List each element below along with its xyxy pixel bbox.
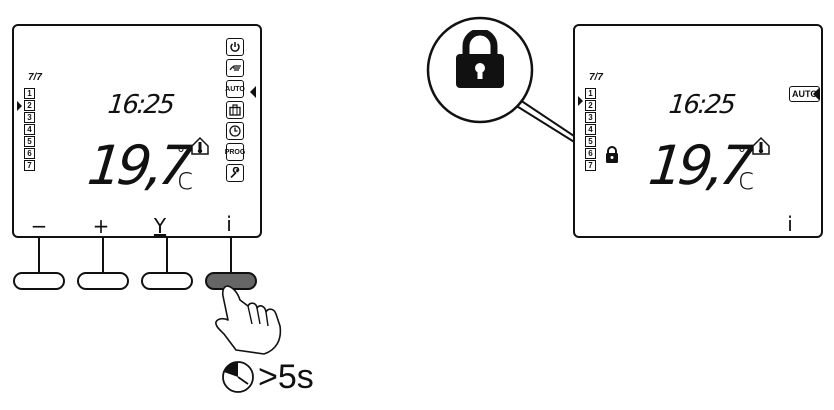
mode-marker bbox=[813, 88, 819, 100]
auto-icon[interactable]: AUTO bbox=[225, 80, 245, 98]
mode-marker bbox=[250, 86, 256, 98]
day-5: 5 bbox=[24, 136, 35, 147]
info-label: i bbox=[226, 212, 232, 236]
button-stem-comfort bbox=[166, 238, 168, 272]
day-2: 2 bbox=[585, 100, 596, 111]
minus-label: − bbox=[30, 214, 48, 238]
clock-readout: 16:25 bbox=[667, 90, 736, 120]
hand-icon[interactable] bbox=[226, 59, 244, 77]
day-4: 4 bbox=[585, 124, 596, 135]
button-stem-minus bbox=[38, 238, 40, 272]
day-marker bbox=[17, 101, 22, 111]
day-6: 6 bbox=[585, 148, 596, 159]
suitcase-icon[interactable] bbox=[226, 101, 244, 119]
day-4: 4 bbox=[24, 124, 35, 135]
wrench-icon[interactable] bbox=[226, 164, 244, 182]
house-thermometer-icon bbox=[191, 136, 209, 155]
button-stem-info bbox=[230, 238, 232, 272]
temperature-unit: c bbox=[177, 162, 194, 197]
hold-duration-text: >5s bbox=[258, 358, 314, 396]
temperature-readout: 19,7 bbox=[84, 134, 192, 197]
thermostat-display-left: 7/7 1 2 3 4 5 6 7 16:25 19,7 ° c AUTO PR… bbox=[12, 24, 262, 238]
day-7: 7 bbox=[585, 160, 596, 171]
day-marker bbox=[578, 96, 583, 106]
day-5: 5 bbox=[585, 136, 596, 147]
degree-symbol: ° bbox=[177, 144, 185, 163]
day-7: 7 bbox=[24, 160, 35, 171]
prog-icon[interactable]: PROG bbox=[225, 143, 245, 161]
degree-symbol: ° bbox=[738, 144, 746, 163]
day-3: 3 bbox=[585, 112, 596, 123]
comfort-button[interactable] bbox=[141, 272, 193, 290]
mode-icon-column: AUTO PROG bbox=[225, 38, 246, 185]
plus-label: + bbox=[92, 214, 110, 238]
day-6: 6 bbox=[24, 148, 35, 159]
house-thermometer-icon bbox=[752, 136, 770, 155]
button-stem-plus bbox=[102, 238, 104, 272]
day-3: 3 bbox=[24, 112, 35, 123]
days-label: 7/7 bbox=[28, 72, 42, 83]
auto-mode-badge: AUTO bbox=[789, 86, 821, 102]
lock-icon-small bbox=[606, 146, 618, 163]
days-label: 7/7 bbox=[589, 72, 603, 83]
temperature-unit: c bbox=[738, 162, 755, 197]
day-1: 1 bbox=[585, 88, 596, 99]
comfort-label: Y bbox=[153, 214, 167, 238]
plus-button[interactable] bbox=[77, 272, 129, 290]
pressing-hand-icon bbox=[215, 285, 282, 355]
power-icon[interactable] bbox=[226, 38, 244, 56]
clock-icon[interactable] bbox=[226, 122, 244, 140]
day-2: 2 bbox=[24, 100, 35, 111]
info-label: i bbox=[787, 212, 793, 236]
clock-readout: 16:25 bbox=[106, 90, 175, 120]
day-list: 1 2 3 4 5 6 7 bbox=[24, 88, 35, 172]
day-list: 1 2 3 4 5 6 7 bbox=[585, 88, 596, 172]
thermostat-display-right: 7/7 1 2 3 4 5 6 7 16:25 19,7 ° c AUTO i bbox=[573, 24, 823, 238]
day-1: 1 bbox=[24, 88, 35, 99]
temperature-readout: 19,7 bbox=[645, 134, 753, 197]
minus-button[interactable] bbox=[13, 272, 65, 290]
timer-icon bbox=[222, 361, 254, 393]
lock-icon-large bbox=[456, 30, 504, 88]
